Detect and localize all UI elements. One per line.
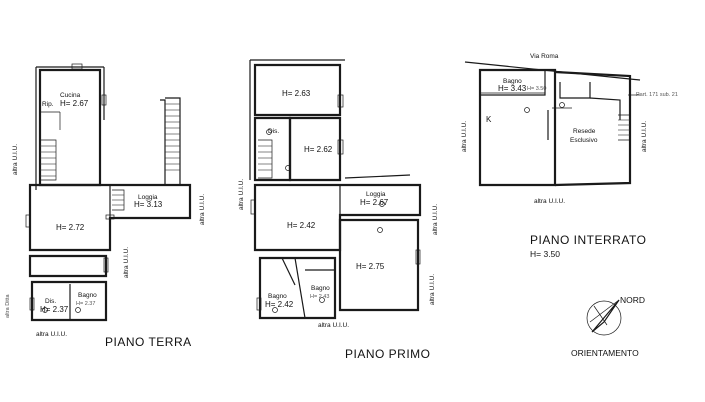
compass-caption: ORIENTAMENTO <box>571 348 639 358</box>
primo-r2-height: H= 2.62 <box>304 145 333 154</box>
terra-side-left-upper: altra U.I.U. <box>12 144 19 175</box>
primo-loggia-label: Loggia <box>366 191 386 198</box>
terra-loggia-height: H= 3.13 <box>134 200 163 209</box>
terra-side-left-lower: altra Ditta <box>5 294 11 318</box>
interrato-street: Via Roma <box>530 53 559 60</box>
interrato-resede-label: Resede <box>573 128 596 135</box>
interrato-side-right: altra U.I.U. <box>641 121 648 152</box>
piano-terra-plan: Cucina Rip. H= 2.67 Loggia H= 3.13 H= 2.… <box>5 63 206 349</box>
primo-bagno2-height: H= 2.43 <box>310 294 329 300</box>
primo-title: PIANO PRIMO <box>345 347 431 361</box>
terra-dis-height: H= 2.37 <box>40 305 69 314</box>
primo-big-height: H= 2.75 <box>356 262 385 271</box>
interrato-side-left: altra U.I.U. <box>461 121 468 152</box>
primo-bagno2-label: Bagno <box>311 285 330 292</box>
stair-primo <box>258 139 273 179</box>
piano-interrato-plan: Via Roma Bagno H= 3.43 H= 3.50 K Resede … <box>461 53 678 259</box>
primo-loggia-height: H= 2.67 <box>360 198 389 207</box>
primo-side-right-bottom: altra U.I.U. <box>429 274 436 305</box>
terra-loggia-label: Loggia <box>138 194 158 201</box>
terra-main-height: H= 2.72 <box>56 223 85 232</box>
terra-side-bottom: altra U.I.U. <box>36 331 67 338</box>
stair-terra-left <box>40 139 57 181</box>
primo-bagno1-height: H= 2.42 <box>265 300 294 309</box>
terra-side-mid: altra U.I.U. <box>123 247 130 278</box>
compass-rose: NORD ORIENTAMENTO <box>571 295 645 358</box>
stair-terra-exterior <box>160 97 181 186</box>
primo-dis-label: Dis. <box>268 128 279 135</box>
terra-bagno-label: Bagno <box>78 292 97 299</box>
terra-rip-label: Rip. <box>42 101 54 108</box>
interrato-k-label: K <box>486 115 492 124</box>
terra-cucina-height: H= 2.67 <box>60 99 89 108</box>
interrato-part-ref: Part. 171 sub. 21 <box>636 92 678 98</box>
interrato-side-bottom: altra U.I.U. <box>534 198 565 205</box>
interrato-bagno-label: Bagno <box>503 78 522 85</box>
terra-dis-label: Dis. <box>45 298 56 305</box>
interrato-height: H= 3.50 <box>530 249 560 259</box>
primo-side-left: altra U.I.U. <box>238 179 245 210</box>
interrato-bagno-height-2: H= 3.50 <box>527 86 546 92</box>
terra-side-right: altra U.I.U. <box>199 194 206 225</box>
terra-title: PIANO TERRA <box>105 335 192 349</box>
terra-cucina-label: Cucina <box>60 92 81 99</box>
interrato-esclusivo-label: Esclusivo <box>570 137 598 144</box>
primo-mid-height: H= 2.42 <box>287 221 316 230</box>
piano-primo-plan: H= 2.63 Dis. H= 2.62 Loggia H= 2.67 H= 2… <box>238 59 439 361</box>
primo-side-bottom: altra U.I.U. <box>318 322 349 329</box>
interrato-title: PIANO INTERRATO <box>530 233 646 247</box>
primo-top-height: H= 2.63 <box>282 89 311 98</box>
primo-bagno1-label: Bagno <box>268 293 287 300</box>
interrato-bagno-height: H= 3.43 <box>498 84 527 93</box>
primo-side-right-top: altra U.I.U. <box>432 204 439 235</box>
terra-bagno-height: H= 2.37 <box>76 301 95 307</box>
compass-north-label: NORD <box>620 295 645 305</box>
